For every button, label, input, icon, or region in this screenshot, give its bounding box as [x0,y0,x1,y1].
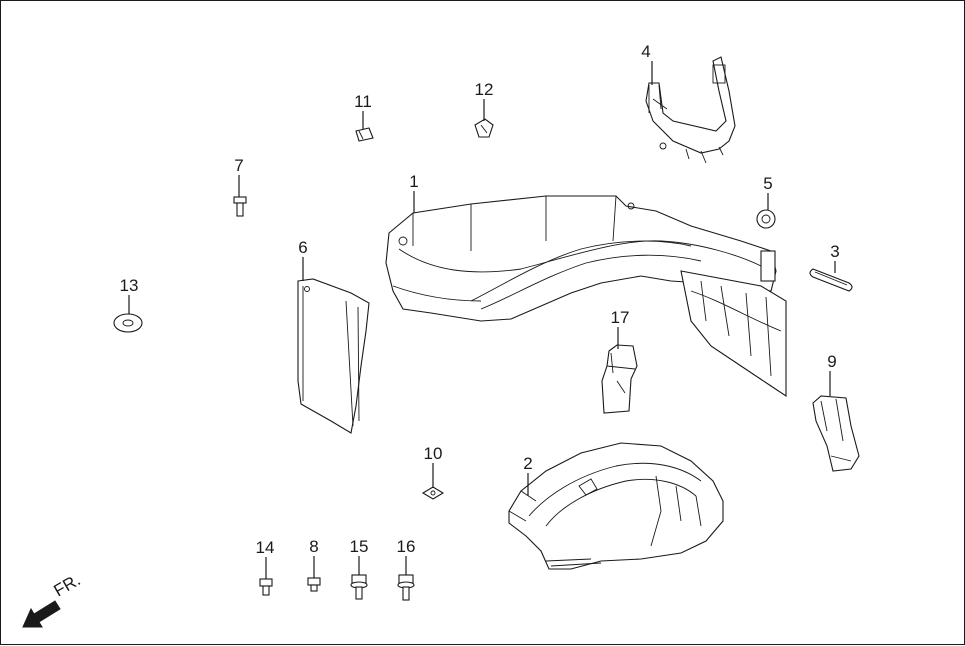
label-3: 3 [830,242,839,261]
label-13: 13 [120,276,139,295]
label-1: 1 [409,172,418,191]
part-3-reflector [809,268,853,292]
label-17: 17 [611,308,630,327]
label-12: 12 [475,80,494,99]
label-9: 9 [827,352,836,371]
label-16: 16 [397,537,416,556]
label-4: 4 [641,42,650,61]
label-6: 6 [298,238,307,257]
part-13-washer [113,313,143,333]
label-15: 15 [350,537,369,556]
label-8: 8 [309,537,318,556]
label-5: 5 [763,174,772,193]
part-16-bolt [397,574,415,601]
label-2: 2 [523,454,532,473]
part-2-rear-fender [508,442,724,570]
label-11: 11 [354,92,372,111]
part-12-clip [474,118,494,138]
part-6-mud-flap [297,278,370,434]
part-9-bracket [812,395,860,472]
part-17-bracket [601,344,638,414]
front-direction-arrow: FR. [22,570,84,628]
part-4-bracket [645,56,736,164]
part-1-inner-fender [385,195,787,398]
label-10: 10 [424,444,443,463]
part-11-clip [355,127,374,142]
label-7: 7 [234,156,243,175]
part-8-bolt [307,577,321,592]
label-14: 14 [256,538,275,557]
front-direction-label: FR. [51,570,84,600]
part-15-bolt [350,574,368,600]
part-5-grommet [756,209,776,229]
part-14-bolt [259,578,273,596]
part-10-clip [421,486,445,500]
part-7-bolt [233,196,247,217]
